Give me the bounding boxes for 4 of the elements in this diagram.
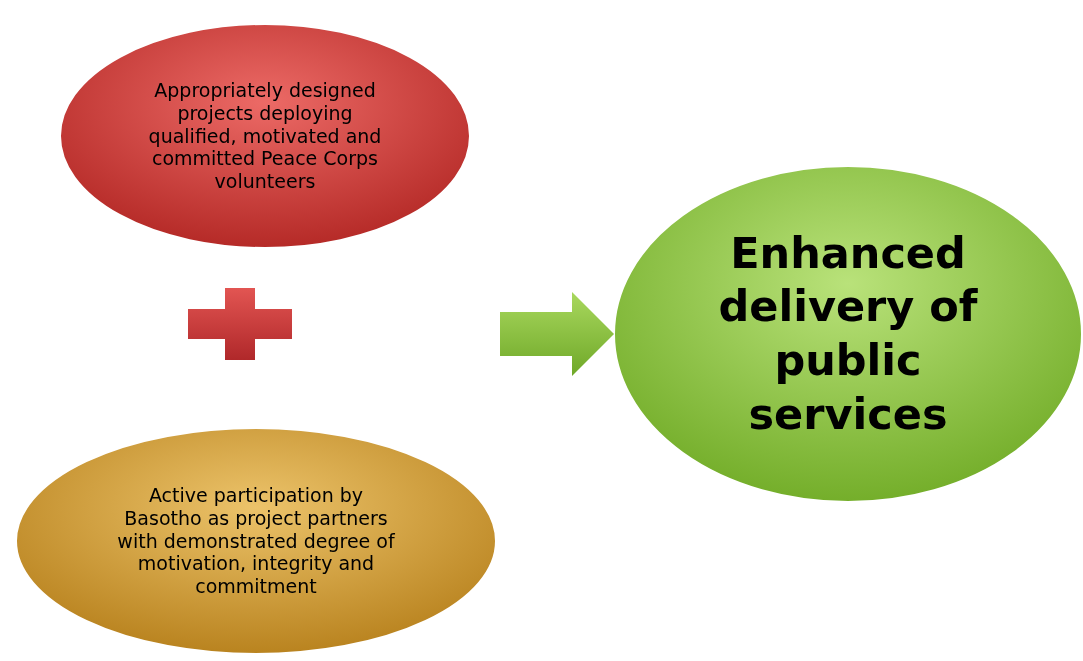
block-arrow	[500, 292, 614, 376]
ellipse-text: Active participation by Basotho as project partners with demonstrated degree of motivation, integrity and commitment	[116, 484, 396, 598]
result-text: Enhanced delivery of public services	[717, 226, 979, 441]
ellipse-text: Appropriately designed projects deploying qualified, motivated and committed Peace Corps volunteers	[147, 79, 383, 193]
